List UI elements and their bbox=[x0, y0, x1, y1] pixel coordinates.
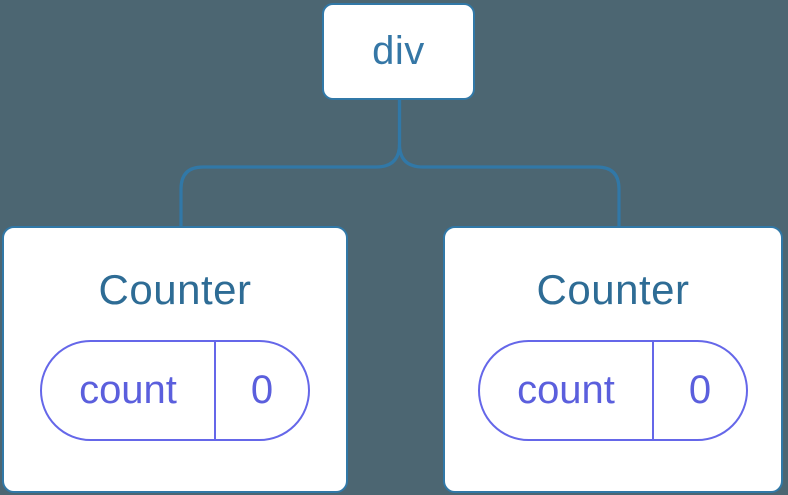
tree-edge-right bbox=[397, 100, 621, 227]
state-key-label: count bbox=[480, 342, 654, 440]
component-title: Counter bbox=[536, 266, 690, 313]
state-value: 0 bbox=[688, 368, 712, 413]
state-key-label: count bbox=[42, 342, 216, 440]
counter-card-left: Counter count 0 bbox=[2, 226, 348, 493]
root-node-label: div bbox=[372, 29, 425, 73]
counter-card-right: Counter count 0 bbox=[443, 226, 783, 493]
root-node-div: div bbox=[322, 3, 475, 100]
tree-edge-left bbox=[179, 100, 402, 227]
component-title: Counter bbox=[98, 266, 252, 313]
state-pill: count 0 bbox=[478, 340, 748, 442]
state-value: 0 bbox=[250, 368, 274, 413]
state-pill: count 0 bbox=[40, 340, 310, 442]
